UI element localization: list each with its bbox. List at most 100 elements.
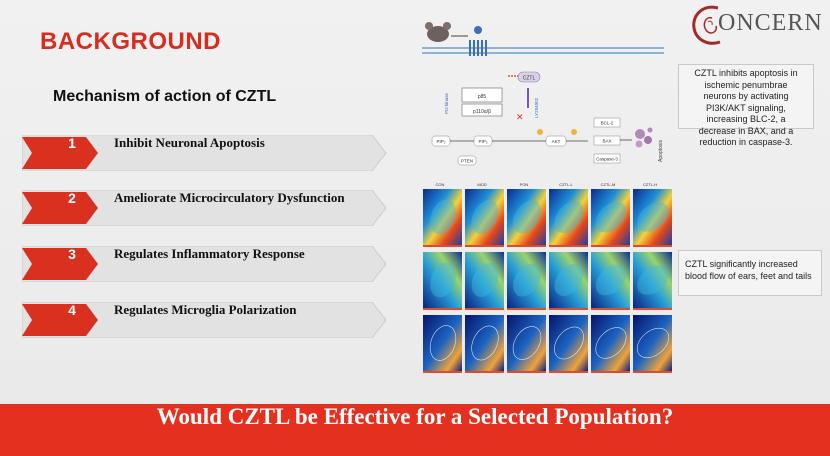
speckle-highlight bbox=[471, 325, 499, 361]
color-scale-bar bbox=[465, 308, 504, 310]
grid-column-label: MOD bbox=[477, 182, 486, 187]
pathway-label: PIP₃ bbox=[478, 139, 487, 144]
speckle-image bbox=[549, 252, 588, 308]
pathway-label: p110α/β bbox=[473, 109, 491, 115]
speckle-image bbox=[507, 252, 546, 308]
color-scale-bar bbox=[549, 371, 588, 373]
item-label: Ameliorate Microcirculatory Dysfunction bbox=[114, 190, 345, 205]
speckle-highlight bbox=[636, 327, 670, 359]
color-scale-bar bbox=[423, 245, 462, 247]
pathway-label: PIP₂ bbox=[437, 139, 446, 144]
list-item-4: 4 Regulates Microglia Polarization bbox=[22, 302, 387, 338]
footer-banner: Would CZTL be Effective for a Selected P… bbox=[0, 404, 830, 456]
color-scale-bar bbox=[465, 371, 504, 373]
logo-text: ONCERN bbox=[718, 10, 823, 36]
color-scale-bar bbox=[465, 245, 504, 247]
speckle-image bbox=[633, 252, 672, 308]
footer-question: Would CZTL be Effective for a Selected P… bbox=[156, 404, 674, 429]
pathway-label: PI3 kinase bbox=[444, 92, 449, 114]
speckle-highlight bbox=[512, 326, 542, 360]
grid-column-label: PGN bbox=[520, 182, 529, 187]
apoptotic-cells-icon bbox=[635, 127, 653, 148]
speckle-highlight bbox=[554, 264, 584, 296]
item-label: Inhibit Neuronal Apoptosis bbox=[114, 135, 265, 150]
item-number: 1 bbox=[68, 135, 76, 151]
pathway-label: Apoptosis bbox=[658, 140, 664, 162]
speckle-image bbox=[633, 189, 672, 245]
speckle-highlight bbox=[429, 325, 457, 361]
color-scale-bar bbox=[633, 245, 672, 247]
item-band bbox=[22, 135, 387, 171]
pathway-box bbox=[461, 87, 503, 103]
color-scale-bar bbox=[591, 308, 630, 310]
speckle-image bbox=[423, 252, 462, 308]
speckle-image bbox=[465, 315, 504, 371]
pathway-box bbox=[593, 135, 621, 146]
speckle-image bbox=[591, 252, 630, 308]
pathway-box bbox=[593, 153, 621, 164]
color-scale-bar bbox=[633, 371, 672, 373]
item-label: Regulates Inflammatory Response bbox=[114, 246, 305, 261]
speckle-highlight bbox=[595, 327, 627, 359]
speckle-highlight bbox=[471, 262, 499, 298]
speckle-image bbox=[633, 315, 672, 371]
speckle-image bbox=[591, 189, 630, 245]
speckle-highlight bbox=[637, 202, 669, 232]
pathway-label: BCL-2 bbox=[601, 121, 614, 126]
item-number: 4 bbox=[68, 302, 76, 318]
list-item-3: 3 Regulates Inflammatory Response bbox=[22, 246, 387, 282]
laser-speckle-image-grid: CON MOD PGN CZTL-L CZTL-M CZTL-H bbox=[423, 182, 672, 373]
pathway-label: AKT bbox=[552, 139, 561, 144]
grid-column-label: CZTL-M bbox=[601, 182, 616, 187]
pathway-box bbox=[517, 71, 541, 83]
speckle-highlight bbox=[637, 265, 669, 295]
color-scale-bar bbox=[423, 371, 462, 373]
concern-logo: ONCERN bbox=[688, 2, 828, 48]
speckle-image bbox=[591, 315, 630, 371]
grid-column-label: CZTL-H bbox=[643, 182, 657, 187]
color-scale-bar bbox=[549, 308, 588, 310]
pathway-label: PTEN bbox=[461, 159, 473, 164]
speckle-image bbox=[507, 189, 546, 245]
color-scale-bar bbox=[507, 245, 546, 247]
inhibit-cross-icon: ✕ bbox=[516, 112, 524, 122]
speckle-image bbox=[465, 189, 504, 245]
list-item-1: 1 Inhibit Neuronal Apoptosis bbox=[22, 135, 387, 171]
blood-flow-note: CZTL significantly increased blood flow … bbox=[678, 250, 822, 296]
color-scale-bar bbox=[591, 371, 630, 373]
item-label: Regulates Microglia Polarization bbox=[114, 302, 297, 317]
pathway-diagram: p85 p110α/β PI3 kinase CZTL LY294002 ✕ P… bbox=[422, 22, 664, 166]
speckle-image bbox=[465, 252, 504, 308]
color-scale-bar bbox=[507, 371, 546, 373]
item-band bbox=[22, 246, 387, 282]
pathway-box bbox=[461, 103, 503, 117]
item-band bbox=[22, 302, 387, 338]
speckle-highlight bbox=[471, 199, 499, 235]
color-scale-bar bbox=[423, 308, 462, 310]
speckle-highlight bbox=[513, 263, 541, 297]
pathway-label: LY294002 bbox=[534, 97, 539, 118]
pathway-label: Caspase-3 bbox=[596, 157, 618, 162]
speckle-image bbox=[549, 189, 588, 245]
speckle-image bbox=[423, 189, 462, 245]
slide-title: BACKGROUND bbox=[40, 28, 221, 55]
speckle-highlight bbox=[513, 200, 541, 234]
speckle-highlight bbox=[554, 326, 584, 360]
grid-cells bbox=[423, 189, 672, 373]
list-item-2: 2 Ameliorate Microcirculatory Dysfunctio… bbox=[22, 190, 387, 226]
speckle-highlight bbox=[595, 264, 627, 296]
speckle-image bbox=[507, 315, 546, 371]
color-scale-bar bbox=[633, 308, 672, 310]
speckle-image bbox=[423, 315, 462, 371]
mouse-icon bbox=[425, 22, 451, 42]
pathway-label: CZTL bbox=[523, 76, 536, 82]
receptor-icon bbox=[469, 26, 487, 56]
item-band bbox=[22, 190, 387, 226]
c-swirl-logo-icon bbox=[692, 5, 721, 45]
pathway-label: BAX bbox=[602, 139, 611, 144]
speckle-image bbox=[549, 315, 588, 371]
speckle-highlight bbox=[430, 262, 456, 298]
item-number: 3 bbox=[68, 246, 76, 262]
slide-subtitle: Mechanism of action of CZTL bbox=[53, 88, 277, 105]
